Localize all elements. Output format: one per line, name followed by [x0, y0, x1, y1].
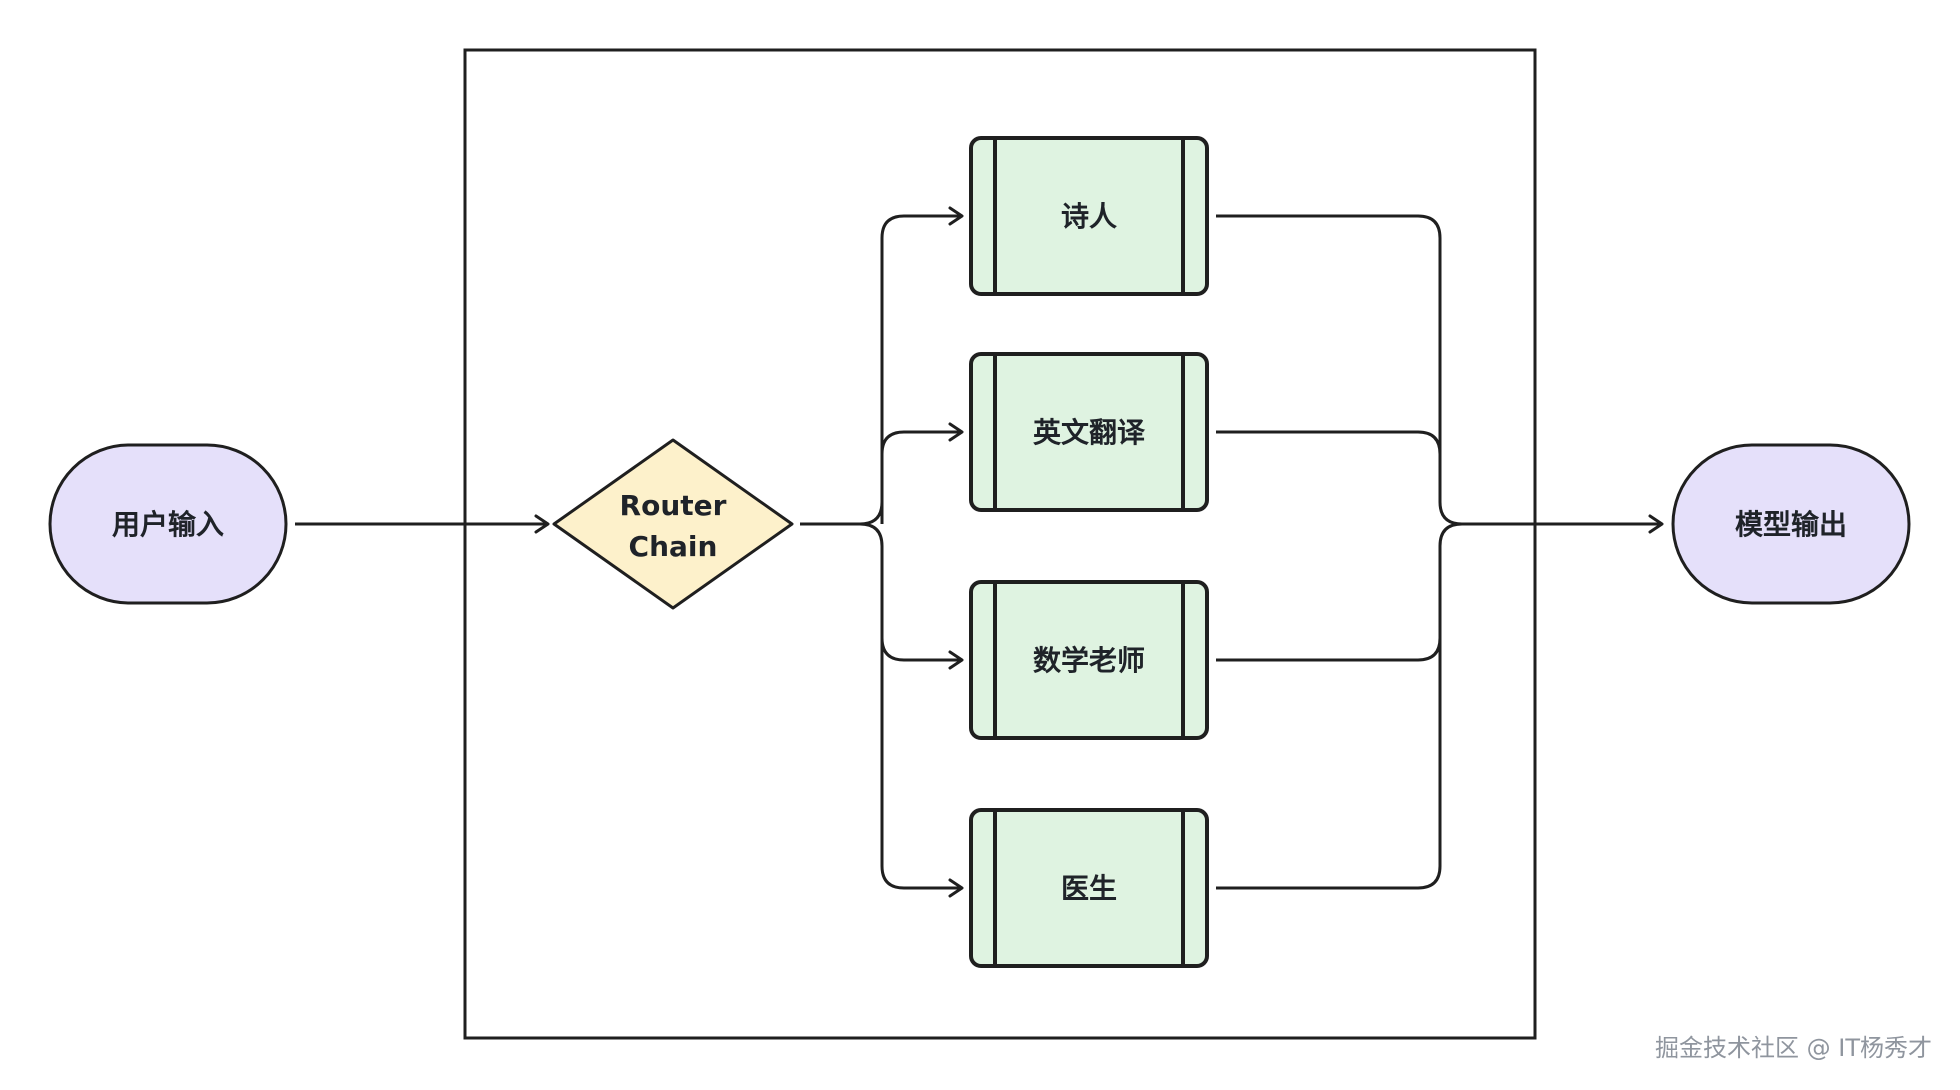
input-node-label: 用户输入 [112, 508, 224, 541]
router-node: Router Chain [552, 438, 794, 610]
chain-node-3: 数学老师 [969, 580, 1209, 740]
chain-node-1-label: 诗人 [1061, 200, 1117, 233]
chain-node-2-label: 英文翻译 [1033, 416, 1146, 449]
router-node-label-line2: Chain [629, 530, 718, 563]
chain-node-3-label: 数学老师 [1033, 644, 1145, 677]
edge-chain-1-to-merge [1216, 214, 1463, 526]
chain-node-4-label: 医生 [1061, 872, 1117, 905]
edge-chain-2-to-merge [1216, 430, 1442, 502]
edge-router-to-chain-3 [859, 522, 964, 670]
router-branch-edges [800, 206, 964, 898]
edge-router-to-chain-2 [880, 422, 964, 524]
merge-edges [1216, 214, 1463, 890]
chain-node-2: 英文翻译 [969, 352, 1209, 512]
edge-chain-3-to-merge [1216, 546, 1442, 662]
router-node-label-line1: Router [620, 489, 727, 522]
input-node: 用户输入 [48, 443, 288, 605]
edge-router-to-chain-1 [800, 206, 964, 526]
chain-node-4: 医生 [969, 808, 1209, 968]
chain-node-1: 诗人 [969, 136, 1209, 296]
output-node-label: 模型输出 [1735, 508, 1847, 541]
edge-chain-4-to-merge [1216, 522, 1463, 890]
router-chain-container [463, 48, 1537, 1040]
output-node: 模型输出 [1671, 443, 1911, 605]
watermark-text: 掘金技术社区 @ IT杨秀才 [1655, 1034, 1932, 1062]
edge-router-to-chain-4 [880, 546, 964, 898]
